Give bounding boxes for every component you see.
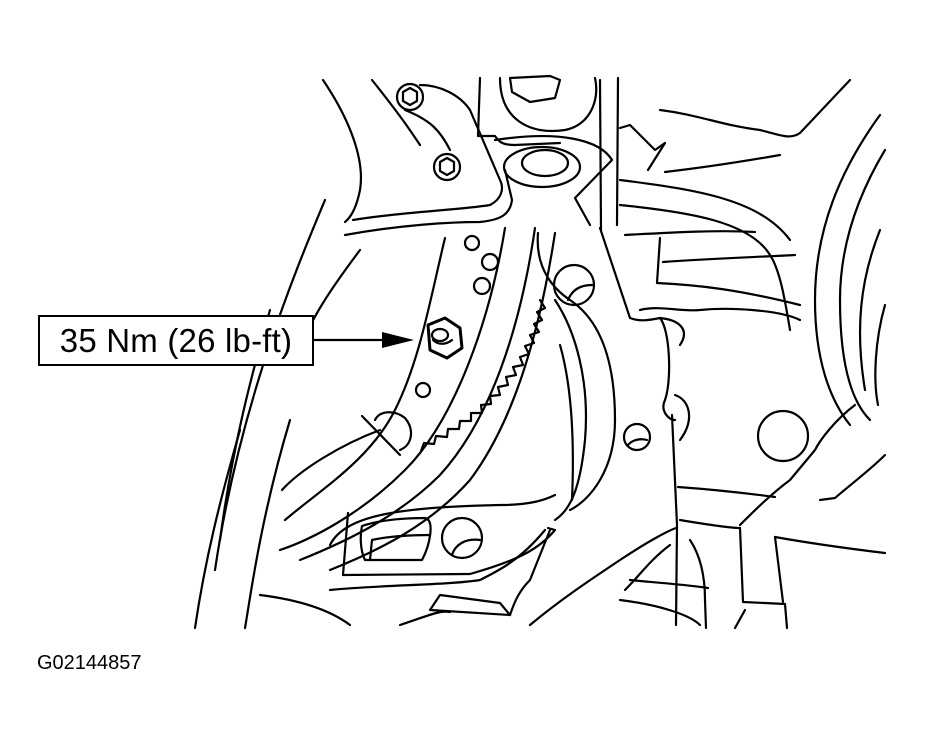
figure-id: G02144857 (37, 652, 142, 674)
callout-arrow (312, 332, 414, 348)
torque-callout-label: 35 Nm (26 lb-ft) (59, 321, 293, 359)
center-plate (536, 226, 691, 627)
top-boss (476, 74, 620, 232)
flywheel-ring-gear (278, 226, 557, 572)
housing-right (618, 78, 887, 630)
torque-callout-box: 35 Nm (26 lb-ft) (38, 315, 314, 366)
nut-icon (426, 316, 464, 360)
upper-bracket (343, 82, 514, 237)
lower-bracket (258, 493, 678, 627)
